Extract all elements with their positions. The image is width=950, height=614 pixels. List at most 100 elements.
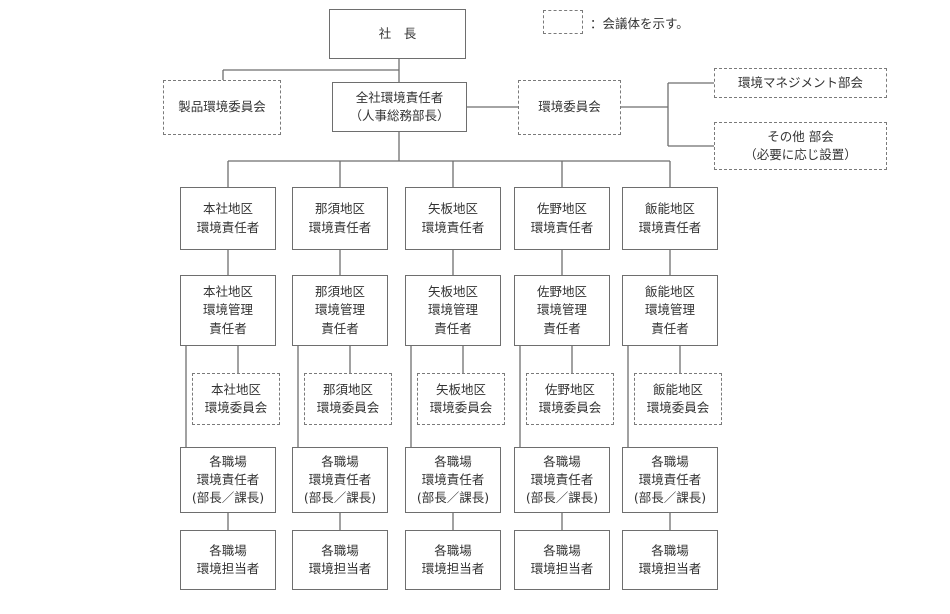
region-hanno-environment-committee-line1: 飯能地区: [652, 381, 703, 397]
region-yaita-workplace-staff-line1: 各職場: [434, 542, 472, 558]
region-honsha-environment-committee-line1: 本社地区: [210, 381, 261, 397]
region-sano-environment-manager-line2: 環境管理: [536, 302, 587, 318]
region-honsha-environment-manager-line1: 本社地区: [202, 284, 253, 300]
overall-environment-responsible-box: 全社環境責任者 （人事総務部長）: [332, 82, 467, 132]
region-nasu-workplace-responsible-line2: 環境責任者: [308, 471, 372, 487]
region-hanno-environment-responsible: 飯能地区環境責任者: [622, 187, 718, 250]
region-honsha-workplace-staff: 各職場環境担当者: [180, 530, 276, 590]
region-honsha-environment-responsible: 本社地区環境責任者: [180, 187, 276, 250]
region-hanno-environment-manager-line2: 環境管理: [644, 302, 695, 318]
region-nasu-environment-manager-line3: 責任者: [321, 320, 359, 336]
region-yaita-workplace-responsible-line3: (部長／課長): [416, 490, 490, 506]
region-sano-environment-committee-line1: 佐野地区: [544, 381, 595, 397]
region-nasu-workplace-responsible-line3: (部長／課長): [303, 490, 377, 506]
environment-management-section: 環境マネジメント部会: [714, 68, 887, 98]
region-nasu-environment-responsible-line1: 那須地区: [314, 201, 365, 217]
region-yaita-environment-committee: 矢板地区環境委員会: [417, 373, 505, 425]
region-sano-workplace-staff-line1: 各職場: [543, 542, 581, 558]
region-yaita-environment-responsible-line2: 環境責任者: [421, 219, 485, 235]
region-yaita-environment-responsible: 矢板地区環境責任者: [405, 187, 501, 250]
region-sano-workplace-responsible-line1: 各職場: [543, 453, 581, 469]
region-yaita-environment-responsible-line1: 矢板地区: [427, 201, 478, 217]
region-hanno-workplace-responsible-line2: 環境責任者: [638, 471, 702, 487]
region-honsha-workplace-staff-line2: 環境担当者: [196, 561, 260, 576]
region-hanno-environment-responsible-line1: 飯能地区: [644, 201, 695, 217]
region-honsha-workplace-responsible: 各職場環境責任者 (部長／課長): [180, 447, 276, 513]
region-nasu-environment-responsible-line2: 環境責任者: [308, 219, 372, 235]
region-sano-environment-manager-line1: 佐野地区: [536, 284, 587, 300]
region-hanno-workplace-responsible-line1: 各職場: [651, 453, 689, 469]
region-hanno-workplace-responsible-line3: (部長／課長): [633, 490, 707, 506]
other-section-line2: （必要に応じ設置）: [744, 147, 857, 162]
region-sano-workplace-responsible: 各職場環境責任者 (部長／課長): [514, 447, 610, 513]
president-box: 社 長: [329, 9, 466, 59]
region-yaita-environment-manager-line2: 環境管理: [427, 302, 478, 318]
region-honsha-environment-responsible-line2: 環境責任者: [196, 219, 260, 235]
region-honsha-workplace-responsible-line2: 環境責任者: [196, 471, 260, 487]
region-nasu-workplace-responsible: 各職場環境責任者 (部長／課長): [292, 447, 388, 513]
region-sano-workplace-staff-line2: 環境担当者: [530, 561, 594, 576]
overall-responsible-line1: 全社環境責任者: [355, 89, 444, 105]
region-honsha-environment-committee: 本社地区環境委員会: [192, 373, 280, 425]
region-nasu-workplace-staff-line2: 環境担当者: [308, 561, 372, 576]
region-honsha-environment-committee-line2: 環境委員会: [204, 400, 268, 415]
region-nasu-environment-committee: 那須地区環境委員会: [304, 373, 392, 425]
region-honsha-environment-responsible-line1: 本社地区: [202, 201, 253, 217]
legend-text: ：会議体を示す。: [590, 16, 689, 31]
region-nasu-environment-responsible: 那須地区環境責任者: [292, 187, 388, 250]
region-nasu-workplace-responsible-line1: 各職場: [321, 453, 359, 469]
region-hanno-environment-manager-line1: 飯能地区: [644, 284, 695, 300]
product-environment-committee-label: 製品環境委員会: [178, 99, 266, 115]
region-yaita-workplace-responsible: 各職場環境責任者(部長／課長): [405, 447, 501, 513]
region-nasu-environment-committee-line1: 那須地区: [322, 381, 373, 397]
president-label: 社 長: [378, 25, 417, 41]
region-yaita-environment-committee-line2: 環境委員会: [429, 400, 493, 415]
region-sano-environment-committee-line2: 環境委員会: [538, 400, 602, 415]
environment-management-section-label: 環境マネジメント部会: [737, 74, 863, 90]
region-hanno-workplace-staff: 各職場環境担当者: [622, 530, 718, 590]
region-yaita-environment-committee-line1: 矢板地区: [435, 381, 486, 397]
region-nasu-environment-manager-line2: 環境管理: [314, 302, 365, 318]
region-hanno-environment-manager-line3: 責任者: [651, 320, 689, 336]
region-sano-environment-responsible-line2: 環境責任者: [530, 219, 594, 235]
region-hanno-workplace-staff-line2: 環境担当者: [638, 561, 702, 576]
region-sano-workplace-responsible-line3: (部長／課長): [525, 490, 599, 506]
region-hanno-environment-manager: 飯能地区環境管理責任者: [622, 275, 718, 346]
region-honsha-environment-manager-line3: 責任者: [209, 320, 247, 336]
region-yaita-environment-manager-line3: 責任者: [434, 320, 472, 336]
region-nasu-environment-manager-line1: 那須地区: [314, 284, 365, 300]
region-honsha-workplace-responsible-line1: 各職場: [209, 453, 247, 469]
region-nasu-environment-committee-line2: 環境委員会: [316, 400, 380, 415]
region-sano-workplace-staff: 各職場環境担当者: [514, 530, 610, 590]
region-honsha-environment-manager-line2: 環境管理: [202, 302, 253, 318]
environment-committee: 環境委員会: [518, 80, 621, 135]
region-hanno-environment-committee: 飯能地区環境委員会: [634, 373, 722, 425]
region-sano-environment-committee: 佐野地区環境委員会: [526, 373, 614, 425]
region-honsha-workplace-responsible-line3: (部長／課長): [191, 490, 265, 506]
region-hanno-workplace-staff-line1: 各職場: [651, 542, 689, 558]
region-sano-workplace-responsible-line2: 環境責任者: [530, 471, 594, 487]
region-sano-environment-manager-line3: 責任者: [543, 320, 581, 336]
region-sano-environment-responsible-line1: 佐野地区: [536, 201, 587, 217]
region-yaita-workplace-staff-line2: 環境担当者: [421, 561, 485, 576]
region-hanno-workplace-responsible: 各職場環境責任者 (部長／課長): [622, 447, 718, 513]
legend-dashed-box: [543, 10, 583, 34]
region-honsha-workplace-staff-line1: 各職場: [209, 542, 247, 558]
region-sano-environment-responsible: 佐野地区環境責任者: [514, 187, 610, 250]
other-section-line1: その他 部会: [767, 128, 834, 144]
region-yaita-workplace-staff: 各職場環境担当者: [405, 530, 501, 590]
region-hanno-environment-committee-line2: 環境委員会: [646, 400, 710, 415]
region-nasu-workplace-staff-line1: 各職場: [321, 542, 359, 558]
overall-responsible-line2: （人事総務部長）: [349, 108, 450, 123]
region-nasu-workplace-staff: 各職場環境担当者: [292, 530, 388, 590]
region-nasu-environment-manager: 那須地区環境管理責任者: [292, 275, 388, 346]
environment-committee-label: 環境委員会: [538, 99, 601, 115]
region-sano-environment-manager: 佐野地区環境管理責任者: [514, 275, 610, 346]
region-honsha-environment-manager: 本社地区環境管理責任者: [180, 275, 276, 346]
region-yaita-environment-manager: 矢板地区環境管理責任者: [405, 275, 501, 346]
region-yaita-workplace-responsible-line1: 各職場: [434, 453, 472, 469]
product-environment-committee: 製品環境委員会: [163, 80, 281, 135]
region-yaita-environment-manager-line1: 矢板地区: [427, 284, 478, 300]
